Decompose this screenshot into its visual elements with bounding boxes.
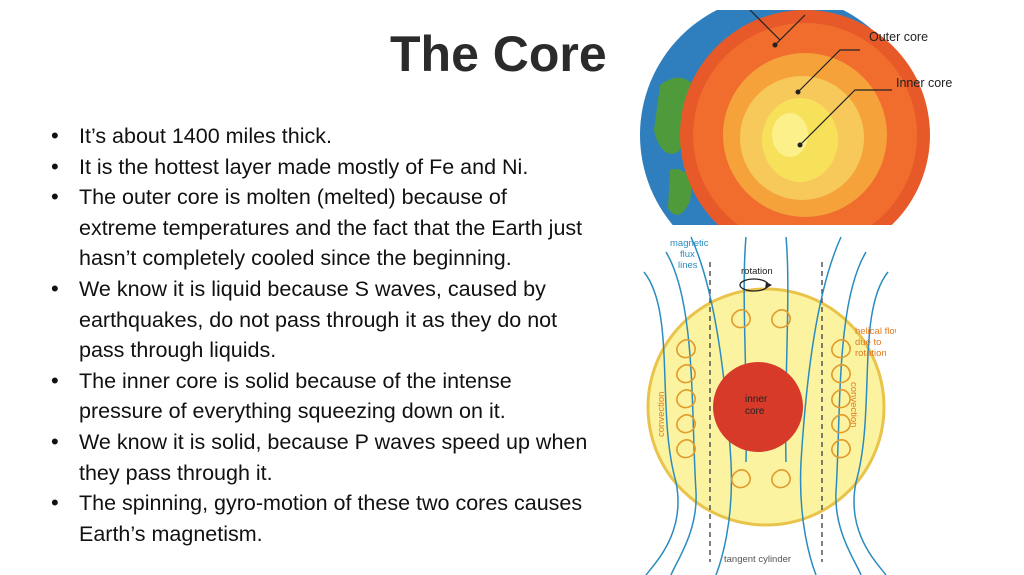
helical-flow-label: helical flow [855,326,896,337]
flux-label: flux [680,249,695,260]
slide-title: The Core [390,26,607,82]
bullet-item: It’s about 1400 miles thick. [49,121,589,152]
bullet-list: It’s about 1400 miles thick. It is the h… [49,121,589,549]
earth-layers-diagram: Outer core Inner core [640,10,952,225]
magnetic-field-diagram: magnetic flux lines rotation helical flo… [643,236,896,575]
continent [668,169,692,215]
inner-core-label: Inner core [896,76,952,90]
bullet-item: The inner core is solid because of the i… [49,366,589,427]
inner-core-label-1: inner [745,394,768,405]
rotation-label: rotation [741,266,773,277]
lines-label: lines [678,260,698,271]
convection-label-left: convection [656,392,667,437]
due-to-label: due to [855,337,881,348]
convection-label-right: convection [848,382,859,427]
bullet-item: The spinning, gyro-motion of these two c… [49,488,589,549]
inner-core-highlight [772,113,808,157]
outer-core-label: Outer core [869,30,928,44]
bullet-item: We know it is liquid because S waves, ca… [49,274,589,366]
bullet-item: It is the hottest layer made mostly of F… [49,152,589,183]
magnetic-label: magnetic [670,238,709,249]
tangent-cylinder-label: tangent cylinder [724,554,791,565]
inner-core-label-2: core [745,406,765,417]
bullet-item: We know it is solid, because P waves spe… [49,427,589,488]
rotation-sub-label: rotation [855,348,887,359]
bullet-item: The outer core is molten (melted) becaus… [49,182,589,274]
inner-core-circle [713,362,803,452]
